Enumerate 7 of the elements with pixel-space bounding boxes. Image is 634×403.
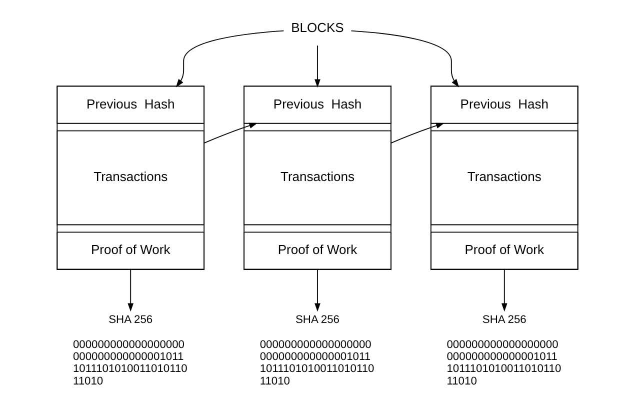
node-text: SHA 256 — [108, 314, 152, 326]
node-text: SHA 256 — [482, 314, 526, 326]
node-text: BLOCKS — [290, 20, 344, 35]
node-text: SHA 256 — [295, 314, 339, 326]
node-label: 000000000000000000 000000000000001011 1011101010011010110 11010 — [446, 339, 561, 388]
node-label: 000000000000000000 000000000000001011 1011101010011010110 11010 — [259, 339, 374, 388]
node-label: 000000000000000000 000000000000001011 1011101010011010110 11010 — [72, 339, 187, 388]
